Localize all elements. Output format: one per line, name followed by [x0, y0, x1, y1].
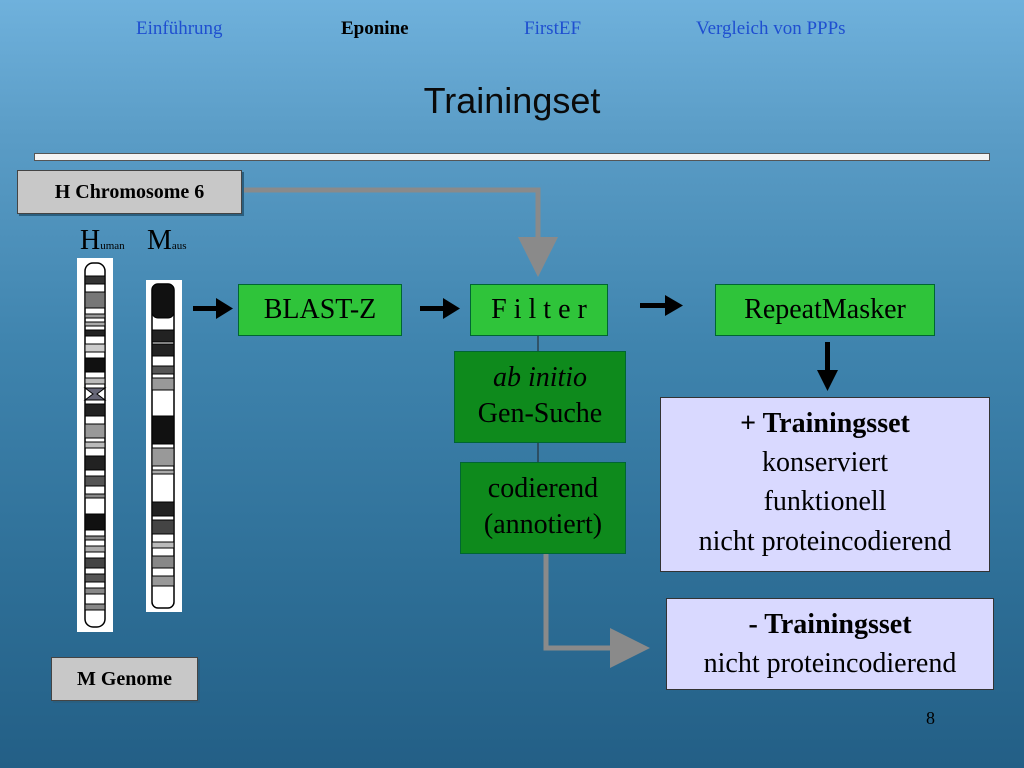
- positive-trainingsset-box: + Trainingsset konserviert funktionell n…: [660, 397, 990, 572]
- nav-einfuehrung[interactable]: Einführung: [136, 18, 223, 39]
- nicht-proteincodierend-label: nicht proteincodierend: [698, 525, 952, 557]
- arrow-blast-to-filter: [420, 298, 460, 319]
- m-genome-box: M Genome: [51, 657, 198, 701]
- arrow-filter-to-repeatmasker: [640, 295, 683, 316]
- arrow-repeatmasker-down: [817, 342, 838, 391]
- repeatmasker-label: RepeatMasker: [744, 294, 906, 325]
- codierend-label: codierend: [487, 473, 599, 504]
- blast-z-label: BLAST-Z: [263, 294, 377, 325]
- annotiert-label: (annotiert): [483, 509, 603, 541]
- negative-nicht-proteincodierend-label: nicht proteincodierend: [703, 648, 957, 680]
- negative-trainingsset-title: - Trainingsset: [748, 609, 912, 640]
- positive-trainingsset-title: + Trainingsset: [740, 408, 910, 439]
- mouse-label: Maus: [147, 225, 187, 256]
- codierend-box: codierend (annotiert): [460, 462, 626, 554]
- ab-initio-box: ab initio Gen-Suche: [454, 351, 626, 443]
- codierend-to-negative-arrow: [543, 554, 650, 668]
- filter-box: F i l t e r: [470, 284, 608, 336]
- h-chromosome-box: H Chromosome 6: [17, 170, 242, 214]
- title-divider: [34, 153, 990, 161]
- repeatmasker-box: RepeatMasker: [715, 284, 935, 336]
- mouse-chromosome-ideogram: [146, 280, 182, 612]
- ab-initio-label: ab initio: [492, 362, 588, 393]
- arrow-chrom-to-blast: [193, 298, 233, 319]
- page-number: 8: [926, 708, 935, 728]
- negative-trainingsset-box: - Trainingsset nicht proteincodierend: [666, 598, 994, 690]
- slide-title: Trainingset: [423, 80, 601, 121]
- nav-firstef[interactable]: FirstEF: [524, 18, 582, 39]
- nav-eponine[interactable]: Eponine: [341, 18, 409, 39]
- funktionell-label: funktionell: [763, 486, 887, 518]
- chromosome-to-filter-arrow: [241, 187, 558, 277]
- nav-vergleich-ppps[interactable]: Vergleich von PPPs: [696, 18, 846, 39]
- human-chromosome-ideogram: [77, 258, 113, 632]
- konserviert-label: konserviert: [762, 447, 888, 479]
- h-chromosome-label: H Chromosome 6: [54, 180, 205, 203]
- m-genome-label: M Genome: [77, 667, 172, 690]
- gen-suche-label: Gen-Suche: [477, 398, 603, 430]
- blast-z-box: BLAST-Z: [238, 284, 402, 336]
- filter-label: F i l t e r: [491, 294, 587, 325]
- human-label: Human: [80, 225, 125, 256]
